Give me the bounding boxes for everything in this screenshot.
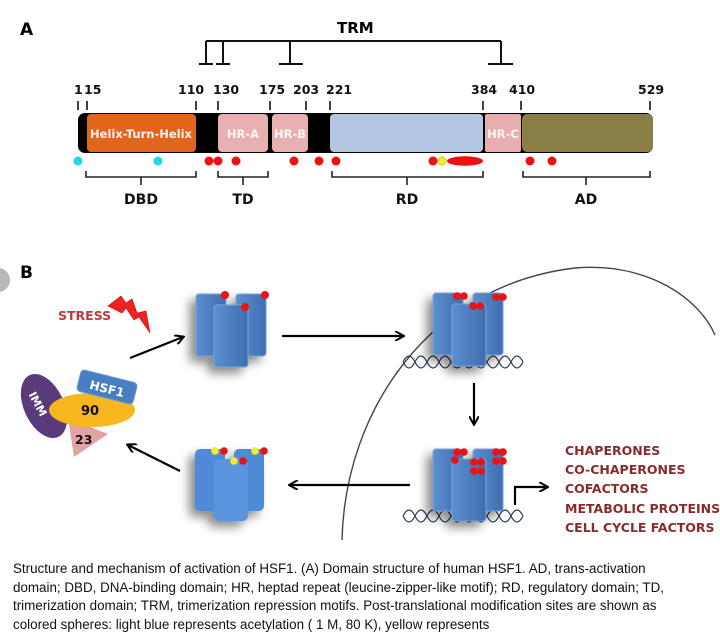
segment-label-hr-c: HR-C bbox=[487, 127, 519, 141]
ptm-spheres bbox=[211, 447, 268, 465]
panel-b-label: B bbox=[20, 263, 33, 283]
caption-line: colored spheres: light blue represents a… bbox=[13, 616, 490, 632]
segment-hr-a bbox=[218, 114, 268, 152]
sumoylation-sphere bbox=[251, 447, 259, 455]
phosphorylation-spheres bbox=[451, 448, 507, 475]
hsf1-trimer-hyperphosphorylated bbox=[432, 448, 504, 522]
position-ticks bbox=[77, 101, 651, 110]
phosphorylation-sphere bbox=[239, 457, 247, 465]
hsf1-trimer-phosphorylated bbox=[195, 293, 267, 368]
position-label: 384 bbox=[471, 82, 497, 97]
target-gene-label: CHAPERONES bbox=[565, 443, 660, 458]
segment-label-helix-turn-helix: Helix-Turn-Helix bbox=[90, 127, 193, 141]
phosphorylation-sphere bbox=[204, 156, 214, 166]
hsp90-ellipse bbox=[49, 393, 135, 427]
segment-label-hr-b: HR-B bbox=[274, 127, 306, 141]
position-label: 529 bbox=[638, 82, 664, 97]
position-label: 410 bbox=[509, 82, 535, 97]
target-gene-label: COFACTORS bbox=[565, 481, 649, 496]
domain-brackets bbox=[85, 171, 651, 185]
hsf1-monomer-box bbox=[76, 369, 138, 405]
position-label: 175 bbox=[259, 82, 285, 97]
segment-helix-turn-helix bbox=[87, 114, 196, 152]
target-gene-label: METABOLIC PROTEINS bbox=[565, 501, 720, 516]
hsf1-monomer bbox=[213, 304, 249, 368]
segment-label-hr-a: HR-A bbox=[227, 127, 259, 141]
sumoylation-sphere bbox=[211, 447, 219, 455]
position-labels: 1 15 110 130 175 203 221 384 410 529 bbox=[74, 82, 664, 97]
position-label: 130 bbox=[213, 82, 239, 97]
ptm-sites bbox=[73, 156, 557, 166]
phosphorylation-sphere bbox=[289, 156, 299, 166]
phosphorylation-sphere bbox=[331, 156, 341, 166]
target-genes-list: CHAPERONES CO-CHAPERONES COFACTORS METAB… bbox=[565, 443, 720, 535]
p23-triangle bbox=[68, 418, 108, 457]
p23-label: 23 bbox=[75, 432, 92, 447]
gray-circle-marker bbox=[0, 268, 10, 292]
panel-a: A TRM 1 15 110 130 175 203 221 384 410 5… bbox=[20, 19, 664, 208]
position-label: 203 bbox=[293, 82, 319, 97]
position-label: 15 bbox=[84, 82, 101, 97]
domain-label-td: TD bbox=[232, 192, 253, 208]
phosphorylation-sphere bbox=[261, 291, 269, 299]
caption-line: Structure and mechanism of activation of… bbox=[13, 561, 646, 576]
hsp90-label: 90 bbox=[81, 404, 99, 419]
stress-label: STRESS bbox=[58, 308, 111, 323]
position-label: 110 bbox=[178, 82, 204, 97]
hsf1-trimer-dna-bound bbox=[432, 292, 504, 367]
domain-label-rd: RD bbox=[396, 192, 418, 208]
target-gene-label: CO-CHAPERONES bbox=[565, 462, 685, 477]
activation-arrow bbox=[129, 337, 183, 360]
transcription-start-arrow bbox=[513, 487, 547, 505]
phosphorylation-sphere bbox=[241, 303, 249, 311]
phosphorylation-sphere bbox=[260, 447, 268, 455]
phosphorylation-spheres bbox=[453, 292, 507, 310]
phosphorylation-sphere bbox=[221, 291, 229, 299]
imm-ellipse bbox=[20, 374, 68, 438]
phosphorylation-sphere bbox=[547, 156, 557, 166]
phosphorylation-sphere bbox=[213, 156, 223, 166]
phosphorylation-sphere bbox=[525, 156, 535, 166]
acetylation-sphere bbox=[153, 156, 163, 166]
trm-bracket bbox=[199, 40, 513, 65]
phosphorylation-cluster bbox=[447, 156, 483, 166]
panel-b: B STRESS bbox=[0, 263, 720, 541]
panel-a-label: A bbox=[20, 20, 34, 40]
caption-line: domain; DBD, DNA-binding domain; HR, hep… bbox=[13, 579, 664, 595]
phosphorylation-sphere bbox=[220, 447, 228, 455]
position-label: 1 bbox=[74, 82, 83, 97]
hsf1-monomer bbox=[451, 458, 487, 522]
nucleus-boundary bbox=[341, 266, 716, 541]
figure-caption: Structure and mechanism of activation of… bbox=[13, 560, 713, 634]
lightning-bolt-icon bbox=[107, 295, 151, 334]
hsf1-monomer bbox=[451, 303, 487, 367]
hsf1-monomer bbox=[214, 459, 248, 521]
phosphorylation-sphere bbox=[428, 156, 438, 166]
hsf1-figure: A TRM 1 15 110 130 175 203 221 384 410 5… bbox=[0, 19, 720, 541]
target-gene-label: CELL CYCLE FACTORS bbox=[565, 520, 715, 535]
segment-hr-c bbox=[485, 114, 521, 152]
segment-regulatory bbox=[330, 114, 483, 152]
position-label: 221 bbox=[326, 82, 352, 97]
reassociation-arrow bbox=[128, 445, 181, 472]
sumoylation-sphere bbox=[230, 457, 238, 465]
hsp90-complex: IMM 23 90 HSF1 bbox=[20, 369, 138, 457]
domain-label-dbd: DBD bbox=[124, 192, 158, 208]
segment-hr-b bbox=[272, 114, 308, 152]
caption-line: trimerization domain; TRM, trimerization… bbox=[13, 598, 657, 614]
sumoylation-sphere bbox=[437, 156, 447, 166]
acetylation-sphere bbox=[73, 156, 83, 166]
phosphorylation-sphere bbox=[231, 156, 241, 166]
trm-label: TRM bbox=[337, 19, 374, 37]
phosphorylation-sphere bbox=[314, 156, 324, 166]
segment-activation bbox=[522, 114, 653, 152]
hsf1-trimer-attenuated bbox=[195, 449, 264, 521]
domain-label-ad: AD bbox=[575, 192, 597, 208]
